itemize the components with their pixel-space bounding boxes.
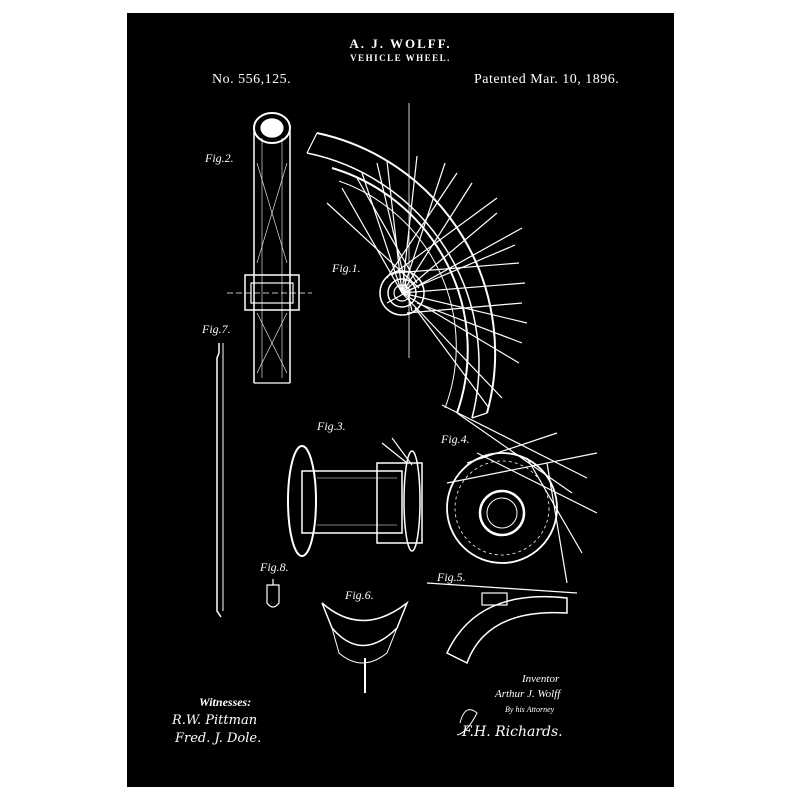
fig3-hub-drawing [287, 437, 423, 557]
attorney-signature: F.H. Richards. [462, 724, 563, 740]
attorney-flourish [456, 709, 478, 736]
fig4-flange-drawing [446, 432, 598, 584]
patent-title: VEHICLE WHEEL. [350, 53, 451, 63]
fig3-label: Fig.3. [317, 419, 346, 433]
fig4-label: Fig.4. [441, 432, 470, 446]
fig8-clip-drawing [266, 579, 280, 608]
fig7-label: Fig.7. [202, 322, 231, 336]
fig8-label: Fig.8. [260, 560, 289, 574]
attorney-label: By his Attorney [505, 705, 555, 714]
fig7-wire-drawing [216, 343, 224, 618]
patent-poster: A. J. WOLFF. VEHICLE WHEEL. No. 556,125.… [127, 13, 674, 787]
fig1-label: Fig.1. [332, 261, 361, 275]
witness-1-signature: R.W. Pittman [172, 713, 258, 728]
fig5-section-drawing [426, 582, 578, 665]
fig6-label: Fig.6. [345, 588, 374, 602]
inventor-name-header: A. J. WOLFF. [349, 36, 452, 51]
witness-2-signature: Fred. J. Dole. [175, 731, 262, 746]
fig1-wheel-drawing [306, 103, 588, 494]
inventor-label: Inventor [522, 673, 560, 685]
patent-date: Patented Mar. 10, 1896. [474, 72, 620, 87]
fig6-section-drawing [321, 600, 409, 693]
witnesses-label: Witnesses: [199, 695, 252, 709]
fig2-label: Fig.2. [205, 151, 234, 165]
inventor-signature: Arthur J. Wolff [495, 688, 561, 700]
patent-drawing [216, 103, 598, 736]
patent-number: No. 556,125. [212, 72, 292, 87]
fig5-label: Fig.5. [437, 570, 466, 584]
fig2-hub-drawing [227, 112, 312, 384]
